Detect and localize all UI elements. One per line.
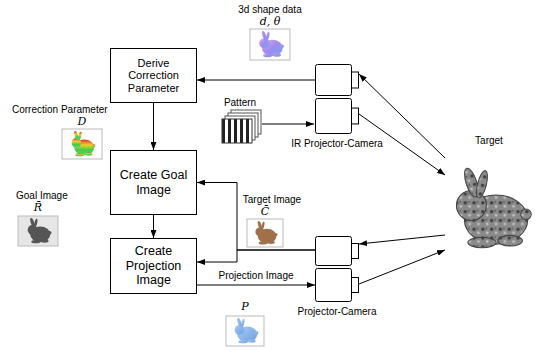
target-bunny bbox=[456, 167, 531, 248]
image-caption: 3d shape data bbox=[238, 3, 301, 16]
connector bbox=[197, 183, 315, 251]
process-box: Create Projection Image bbox=[110, 238, 197, 294]
projector-body bbox=[316, 99, 352, 134]
image-caption: Target Image bbox=[243, 193, 301, 206]
image-caption: Correction Parameter bbox=[12, 103, 108, 116]
process-box: Create Goal Image bbox=[110, 150, 197, 215]
connector bbox=[197, 80, 315, 81]
projector-body bbox=[316, 269, 352, 302]
camera-lens bbox=[352, 244, 359, 259]
image-caption: Goal Image bbox=[16, 189, 68, 202]
box-label: Derive Correction Parameter bbox=[117, 57, 190, 95]
pattern-arrow bbox=[262, 124, 314, 125]
target-drawing bbox=[445, 150, 533, 268]
symbol-label: P bbox=[241, 300, 248, 313]
image-caption: Pattern bbox=[224, 96, 256, 109]
connector bbox=[359, 235, 445, 244]
connector bbox=[359, 250, 445, 284]
camera-body bbox=[316, 237, 352, 266]
projector-camera: IR Projector-Camera bbox=[315, 64, 359, 134]
edge-label: Projection Image bbox=[216, 270, 295, 282]
target-object: Target bbox=[445, 150, 533, 268]
symbol-label: D bbox=[78, 115, 87, 128]
camera-lens bbox=[352, 72, 359, 88]
box-label: Create Goal Image bbox=[117, 168, 190, 197]
caption: Target bbox=[475, 135, 503, 147]
caption: IR Projector-Camera bbox=[291, 138, 383, 150]
caption: Projector-Camera bbox=[298, 306, 377, 318]
connector bbox=[197, 285, 315, 286]
camera-body bbox=[316, 65, 352, 96]
process-box: Derive Correction Parameter bbox=[110, 48, 197, 103]
device-drawing bbox=[315, 64, 359, 134]
connector bbox=[153, 215, 154, 238]
device-drawing bbox=[315, 236, 359, 302]
symbol-label: d, θ bbox=[260, 15, 281, 28]
shape-data-image bbox=[250, 29, 290, 60]
goal-image bbox=[18, 216, 58, 246]
projector-lens bbox=[352, 278, 359, 293]
projector-lens bbox=[352, 108, 359, 124]
target-image bbox=[247, 219, 283, 247]
box-label: Create Projection Image bbox=[117, 244, 190, 287]
projection-image bbox=[226, 316, 264, 346]
pattern-stack bbox=[222, 110, 261, 143]
connector bbox=[197, 250, 315, 262]
symbol-label: C̄ bbox=[261, 205, 269, 218]
connector bbox=[153, 103, 154, 150]
correction-image bbox=[62, 129, 102, 159]
symbol-label: R̄ bbox=[34, 201, 42, 214]
projector-camera: Projector-Camera bbox=[315, 236, 359, 302]
